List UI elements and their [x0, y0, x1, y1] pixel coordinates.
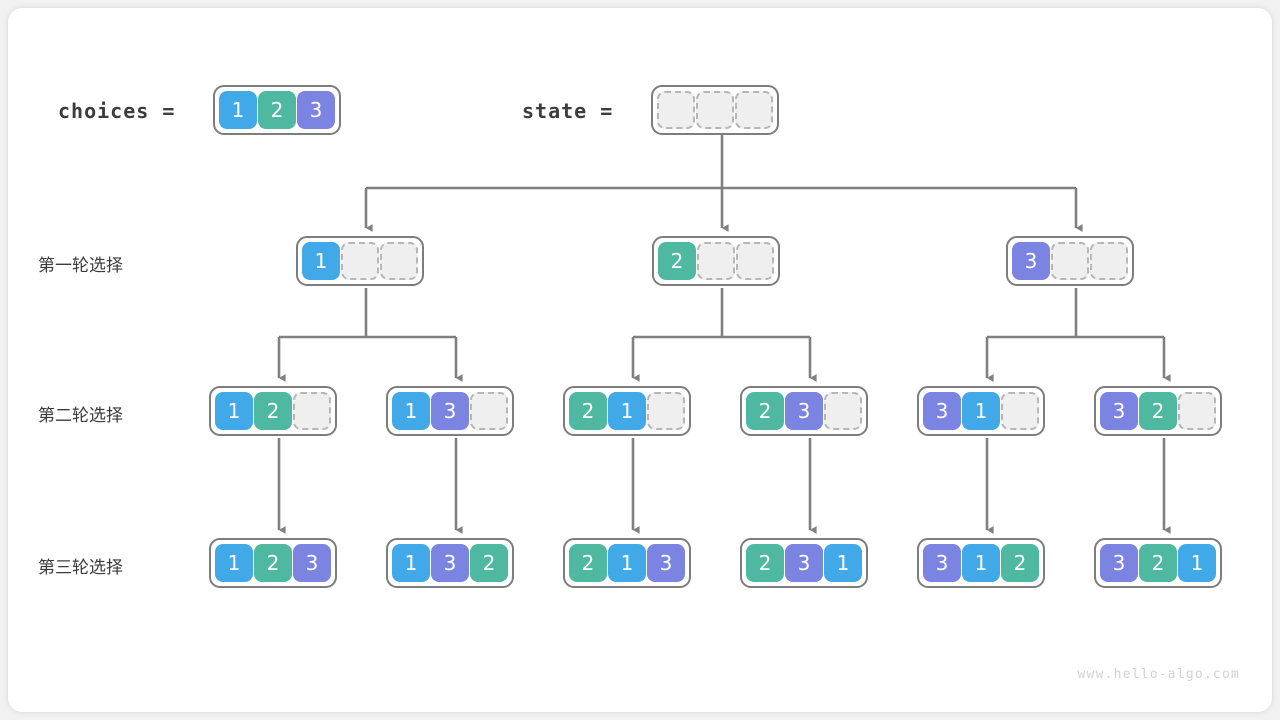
state-array [651, 85, 779, 135]
node-round1-2-cell-2 [1090, 242, 1128, 280]
node-round3-2-cell-2: 3 [647, 544, 685, 582]
node-round1-0-cell-2 [380, 242, 418, 280]
node-round2-3-cell-0: 2 [746, 392, 784, 430]
node-round1-2-cell-1 [1051, 242, 1089, 280]
node-round3-0-cell-1: 2 [254, 544, 292, 582]
node-round1-1-cell-2 [736, 242, 774, 280]
node-round2-1-cell-1: 3 [431, 392, 469, 430]
choices-label: choices = [58, 99, 176, 123]
node-round2-0-cell-2 [293, 392, 331, 430]
node-round2-0-cell-0: 1 [215, 392, 253, 430]
node-round2-5-cell-1: 2 [1139, 392, 1177, 430]
node-round2-5-cell-2 [1178, 392, 1216, 430]
watermark: www.hello-algo.com [1077, 667, 1240, 682]
node-round3-4-cell-2: 2 [1001, 544, 1039, 582]
choices-cell-1: 2 [258, 91, 296, 129]
node-round3-3-cell-1: 3 [785, 544, 823, 582]
choices-cell-2: 3 [297, 91, 335, 129]
row-label-round-3: 第三轮选择 [38, 558, 123, 578]
node-round3-1-cell-0: 1 [392, 544, 430, 582]
node-round3-5-cell-1: 2 [1139, 544, 1177, 582]
node-round2-2-cell-1: 1 [608, 392, 646, 430]
state-cell-2 [735, 91, 773, 129]
node-round2-3-cell-1: 3 [785, 392, 823, 430]
state-cell-0 [657, 91, 695, 129]
node-round2-2-cell-0: 2 [569, 392, 607, 430]
node-round1-1: 2 [652, 236, 780, 286]
node-round3-3-cell-2: 1 [824, 544, 862, 582]
node-round3-2-cell-1: 1 [608, 544, 646, 582]
node-round2-0-cell-1: 2 [254, 392, 292, 430]
node-round3-0-cell-2: 3 [293, 544, 331, 582]
node-round3-5-cell-2: 1 [1178, 544, 1216, 582]
node-round3-5-cell-0: 3 [1100, 544, 1138, 582]
node-round1-2: 3 [1006, 236, 1134, 286]
node-round3-3-cell-0: 2 [746, 544, 784, 582]
figure-card [8, 8, 1272, 712]
row-label-round-1: 第一轮选择 [38, 256, 123, 276]
node-round3-4-cell-0: 3 [923, 544, 961, 582]
node-round2-1-cell-0: 1 [392, 392, 430, 430]
node-round2-5-cell-0: 3 [1100, 392, 1138, 430]
node-round2-3-cell-2 [824, 392, 862, 430]
node-round3-1-cell-2: 2 [470, 544, 508, 582]
node-round3-4-cell-1: 1 [962, 544, 1000, 582]
state-cell-1 [696, 91, 734, 129]
node-round1-1-cell-0: 2 [658, 242, 696, 280]
node-round2-4-cell-0: 3 [923, 392, 961, 430]
node-round2-4-cell-2 [1001, 392, 1039, 430]
node-round2-4-cell-1: 1 [962, 392, 1000, 430]
node-round1-0-cell-0: 1 [302, 242, 340, 280]
node-round3-0-cell-0: 1 [215, 544, 253, 582]
node-round3-2-cell-0: 2 [569, 544, 607, 582]
node-round2-1-cell-2 [470, 392, 508, 430]
choices-cell-0: 1 [219, 91, 257, 129]
state-label: state = [522, 99, 614, 123]
node-round1-2-cell-0: 3 [1012, 242, 1050, 280]
node-round1-0-cell-1 [341, 242, 379, 280]
node-round1-0: 1 [296, 236, 424, 286]
row-label-round-2: 第二轮选择 [38, 406, 123, 426]
node-round2-2-cell-2 [647, 392, 685, 430]
node-round3-1-cell-1: 3 [431, 544, 469, 582]
node-round1-1-cell-1 [697, 242, 735, 280]
